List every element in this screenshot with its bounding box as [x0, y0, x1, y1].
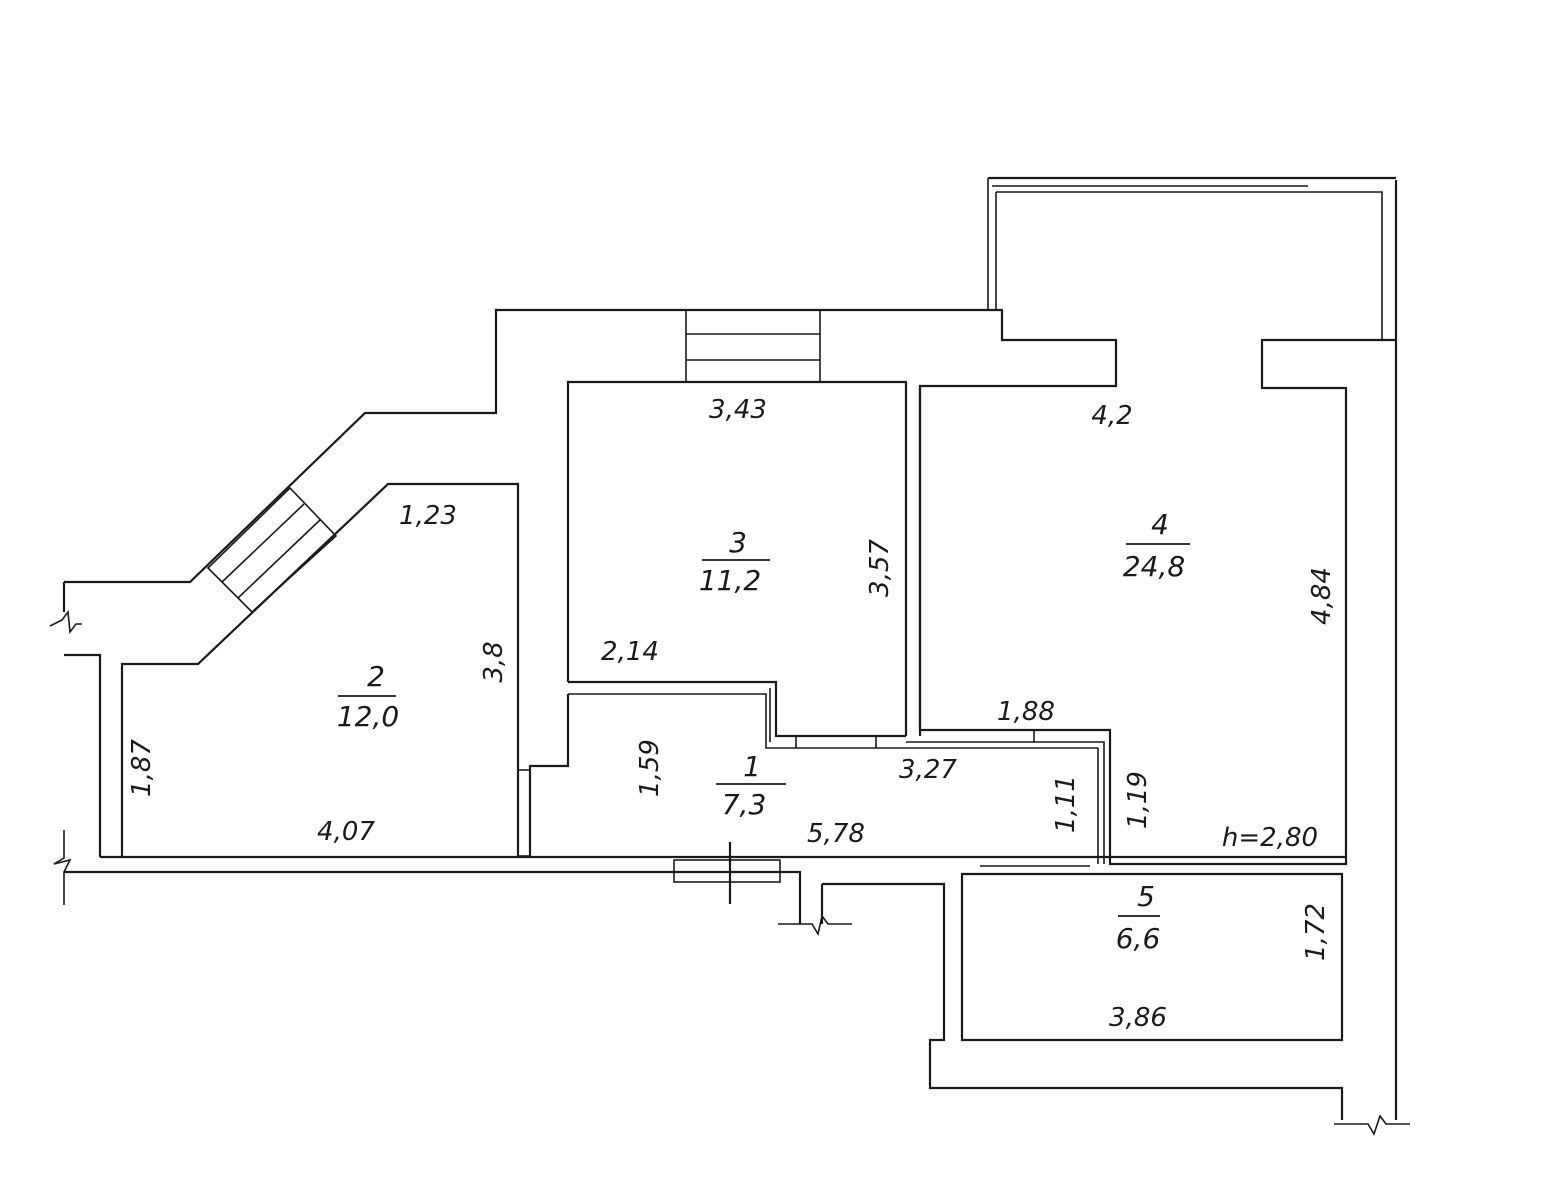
dim-r4-right: 4,84	[1307, 567, 1337, 625]
svg-text:12,0: 12,0	[337, 700, 399, 733]
balcony-glazing-left	[987, 178, 997, 310]
svg-text:11,2: 11,2	[699, 564, 761, 597]
room-label-1: 1 7,3	[716, 750, 786, 821]
window-room3	[685, 309, 821, 383]
dim-r1-right: 1,11	[1051, 775, 1081, 833]
dim-r3-right: 3,57	[865, 539, 895, 597]
dim-r2-bottom: 4,07	[317, 817, 375, 847]
outer-walls	[49, 180, 1410, 1136]
corridor-wall	[906, 741, 1105, 864]
dim-r5-right: 1,72	[1301, 903, 1331, 961]
dim-r1-top: 3,27	[899, 755, 957, 785]
entrance-door	[673, 842, 781, 904]
svg-text:4: 4	[1151, 508, 1169, 541]
svg-text:7,3: 7,3	[722, 788, 767, 821]
break-line-bottom-center	[778, 914, 852, 937]
dim-r2-top: 1,23	[399, 501, 457, 531]
svg-text:24,8: 24,8	[1123, 550, 1185, 583]
room-label-3: 3 11,2	[699, 526, 770, 597]
svg-text:1: 1	[743, 750, 761, 783]
dim-r5-bottom: 3,86	[1109, 1003, 1167, 1033]
dim-r3-top: 3,43	[709, 395, 767, 425]
outer-wall-left-bottom	[64, 653, 102, 857]
dim-r1-left: 1,59	[635, 739, 665, 797]
svg-text:3: 3	[729, 526, 747, 559]
break-line-left-top	[49, 609, 82, 635]
room-5-outline	[960, 872, 1344, 1042]
partition-r3-r1	[568, 680, 906, 738]
room-label-4: 4 24,8	[1123, 508, 1190, 583]
balcony	[987, 176, 1396, 340]
dim-r3-bottom: 2,14	[601, 637, 659, 667]
outer-wall-bottom-mid	[822, 882, 1344, 1120]
dim-r1-bottom: 5,78	[807, 819, 865, 849]
balcony-glazing-top	[992, 185, 1383, 340]
dim-r4-bottom: 1,88	[997, 697, 1055, 727]
break-line-left-bottom	[53, 830, 72, 905]
svg-text:6,6: 6,6	[1116, 922, 1161, 955]
dim-r2-left: 1,87	[127, 739, 157, 797]
dim-corridor: 1,19	[1123, 771, 1153, 829]
dim-r2-right: 3,8	[479, 641, 509, 682]
room-2-outline	[120, 482, 520, 857]
svg-text:5: 5	[1137, 880, 1155, 913]
window-room2	[206, 486, 338, 614]
room-4-outline	[918, 338, 1396, 866]
door-r2	[517, 769, 531, 857]
break-line-bottom-right	[1334, 1114, 1410, 1136]
partition-r2-r1	[528, 694, 570, 857]
partition-r3-r1-inner	[568, 693, 1098, 749]
outer-wall-top	[64, 308, 1118, 736]
room-label-5: 5 6,6	[1116, 880, 1161, 955]
svg-text:2: 2	[367, 660, 385, 693]
outer-wall-bottom	[64, 870, 802, 924]
room-label-2: 2 12,0	[337, 660, 399, 733]
dim-r4-top: 4,2	[1091, 401, 1132, 431]
ceiling-height: h=2,80	[1222, 823, 1318, 853]
room-3-outline	[566, 380, 908, 736]
